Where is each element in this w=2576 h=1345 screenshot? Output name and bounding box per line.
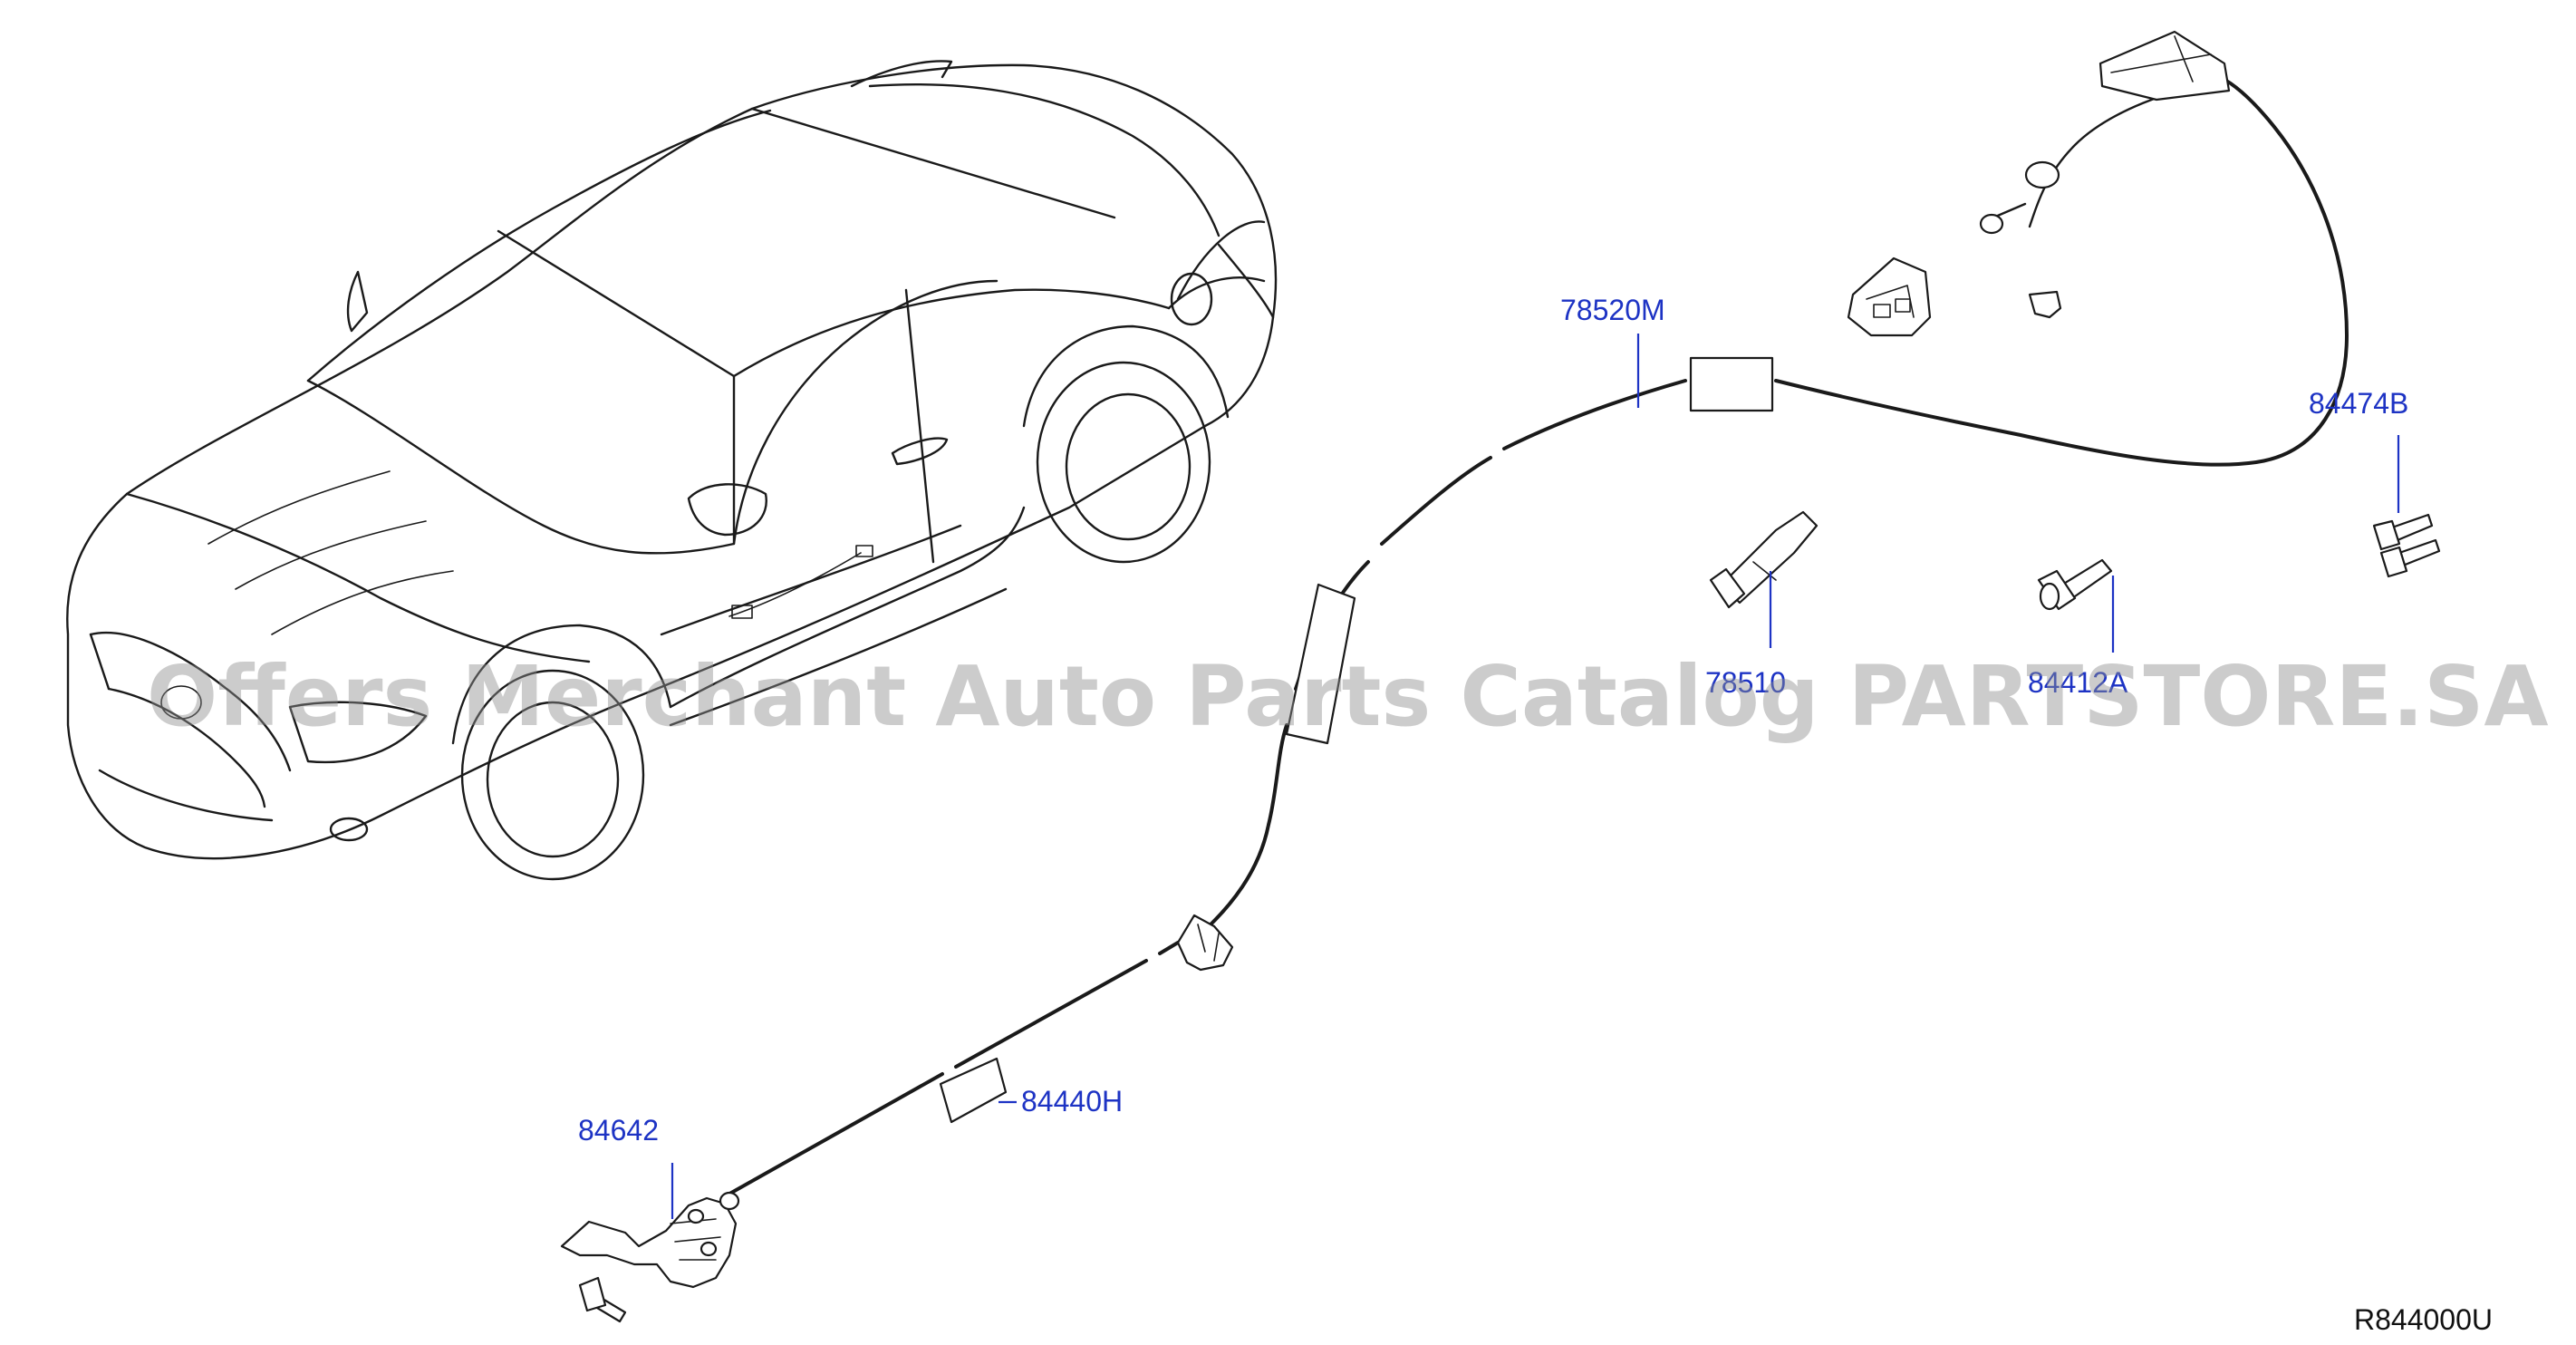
lever-bolt — [578, 1276, 627, 1323]
part-label-84412a[interactable]: 84412A — [2028, 666, 2128, 699]
cable-grommet-upper — [1689, 356, 1774, 412]
bolt-84412a — [2037, 558, 2113, 611]
cable-clip-78510 — [1709, 510, 1819, 609]
cable-protector-mid — [1285, 583, 1356, 745]
cable-clip-lower — [1176, 914, 1234, 972]
hood-latch-end — [1979, 30, 2231, 235]
hood-release-cable — [723, 75, 2349, 1198]
part-label-84440h[interactable]: 84440H — [1021, 1085, 1123, 1118]
diagram-code: R844000U — [2354, 1303, 2493, 1336]
latch-bracket — [1847, 256, 1932, 337]
part-label-78510[interactable]: 78510 — [1705, 666, 1786, 699]
leader-lines — [671, 334, 2400, 1219]
part-label-84642[interactable]: 84642 — [578, 1114, 659, 1147]
hood-release-lever — [560, 1191, 740, 1289]
car-illustration — [66, 60, 1278, 881]
retainer-clip — [2028, 290, 2062, 319]
cable-tag-lower — [939, 1057, 1008, 1124]
part-label-84474b[interactable]: 84474B — [2309, 387, 2408, 420]
bolts-84474b — [2372, 513, 2441, 578]
part-label-78520m[interactable]: 78520M — [1560, 294, 1665, 326]
watermark-text: Offers Merchant Auto Parts Catalog PARTS… — [147, 648, 2549, 745]
